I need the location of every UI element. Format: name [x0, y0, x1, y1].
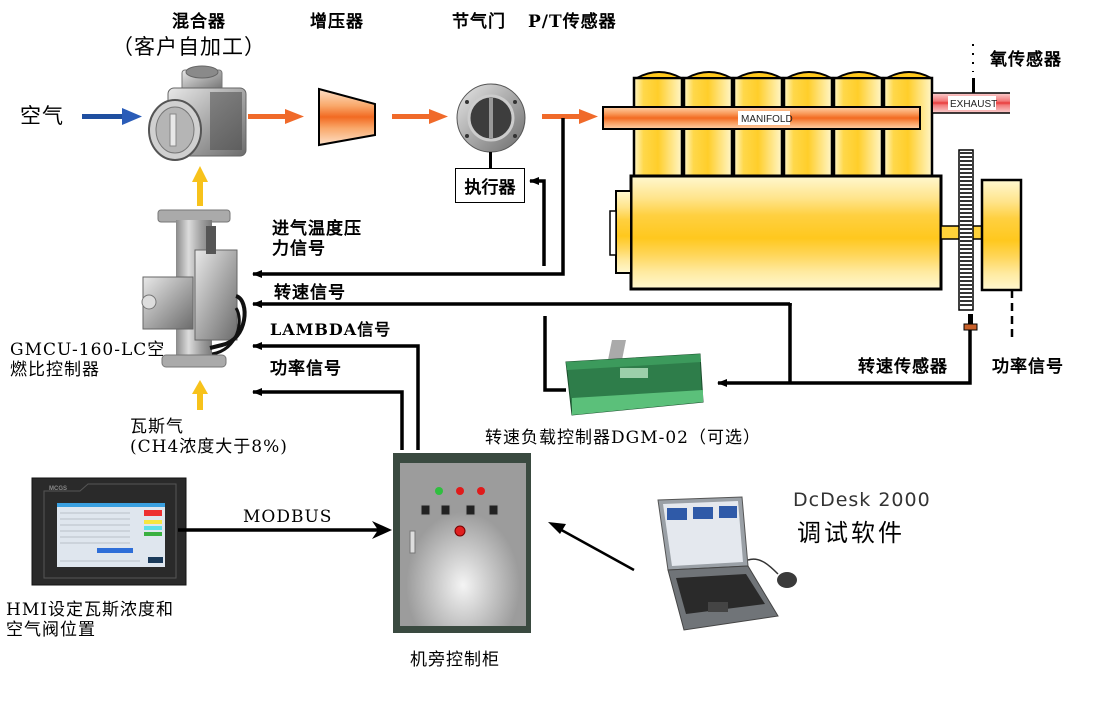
lambda-signal-line: [252, 342, 420, 450]
speed-sensor-tip: [963, 323, 978, 331]
modbus-label: MODBUS: [243, 507, 333, 527]
dgm-label: 转速负载控制器DGM-02（可选）: [485, 428, 761, 448]
throttle-valve-image: [456, 83, 526, 168]
gas-label-line2: (CH4浓度大于8%): [130, 437, 288, 457]
power-signal-label: 功率信号: [270, 359, 342, 379]
speed-sensor-label: 转速传感器: [858, 357, 948, 377]
generator: [980, 178, 1023, 292]
software-name: DcDesk 2000: [793, 489, 931, 511]
gas-inlet-arrow: [192, 380, 208, 410]
throttle-label: 节气门: [452, 12, 506, 32]
speed-sensor-to-dgm-line: [717, 330, 972, 387]
actuator-label: 执行器: [464, 178, 516, 198]
dgm-output-line: [543, 316, 566, 392]
hmi-label-line2: 空气阀位置: [6, 620, 96, 640]
mixer-note: （客户自加工）: [112, 35, 266, 59]
actuator-box: 执行器: [455, 168, 525, 203]
pt-sensor-label: P/T传感器: [528, 12, 617, 32]
air-arrow: [82, 108, 142, 125]
mixer-label: 混合器: [172, 12, 226, 32]
intake-tp-signal-label-line1: 进气温度压: [272, 219, 362, 239]
mixture-arrow-2: [392, 109, 448, 124]
power-signal-source-label: 功率信号: [992, 357, 1064, 377]
control-cabinet-image: [393, 453, 531, 633]
intake-tp-signal-label-line2: 力信号: [272, 239, 326, 259]
mixture-arrow-1: [248, 109, 304, 124]
controller-name-line2: 燃比控制器: [10, 360, 100, 380]
controller-name-line1: GMCU-160-LC空: [10, 340, 166, 360]
turbocharger-label: 增压器: [310, 12, 364, 32]
cabinet-green-lamp: [435, 487, 443, 495]
lambda-signal-label: LAMBDA信号: [270, 320, 392, 339]
software-label: 调试软件: [797, 519, 905, 547]
air-label: 空气: [20, 104, 64, 128]
mixture-arrow-3: [542, 109, 598, 124]
signal-lines: [252, 118, 972, 450]
o2-sensor-probe: [972, 78, 975, 93]
software-to-cabinet-arrow: [548, 522, 635, 572]
laptop-image: [657, 496, 797, 631]
speed-sensor-probe: [968, 314, 973, 324]
flywheel-gear: [958, 149, 974, 311]
actuator-control-line: [529, 177, 546, 266]
hmi-label-line1: HMI设定瓦斯浓度和: [6, 600, 174, 620]
speed-signal-label: 转速信号: [274, 283, 346, 303]
modbus-arrow: [178, 521, 392, 539]
cabinet-red-lamp-1: [456, 487, 464, 495]
hmi-panel-image: [31, 477, 187, 586]
power-signal-line: [252, 388, 404, 450]
o2-sensor-label: 氧传感器: [990, 50, 1062, 70]
dgm-02-board-image: [565, 340, 704, 416]
cabinet-label: 机旁控制柜: [410, 650, 500, 670]
cabinet-emergency-stop: [454, 525, 466, 537]
turbocharger-shape: [318, 87, 376, 147]
cabinet-red-lamp-2: [477, 487, 485, 495]
gmcu-controller-image: [141, 209, 247, 368]
gas-label-line1: 瓦斯气: [130, 417, 184, 437]
engine-diagram: [602, 44, 1023, 340]
mixer-image: [148, 65, 247, 161]
intake-tp-signal-line: [252, 118, 565, 278]
speed-signal-line: [252, 300, 792, 308]
gas-to-mixer-arrow: [192, 166, 208, 206]
engine-block: [629, 174, 943, 291]
